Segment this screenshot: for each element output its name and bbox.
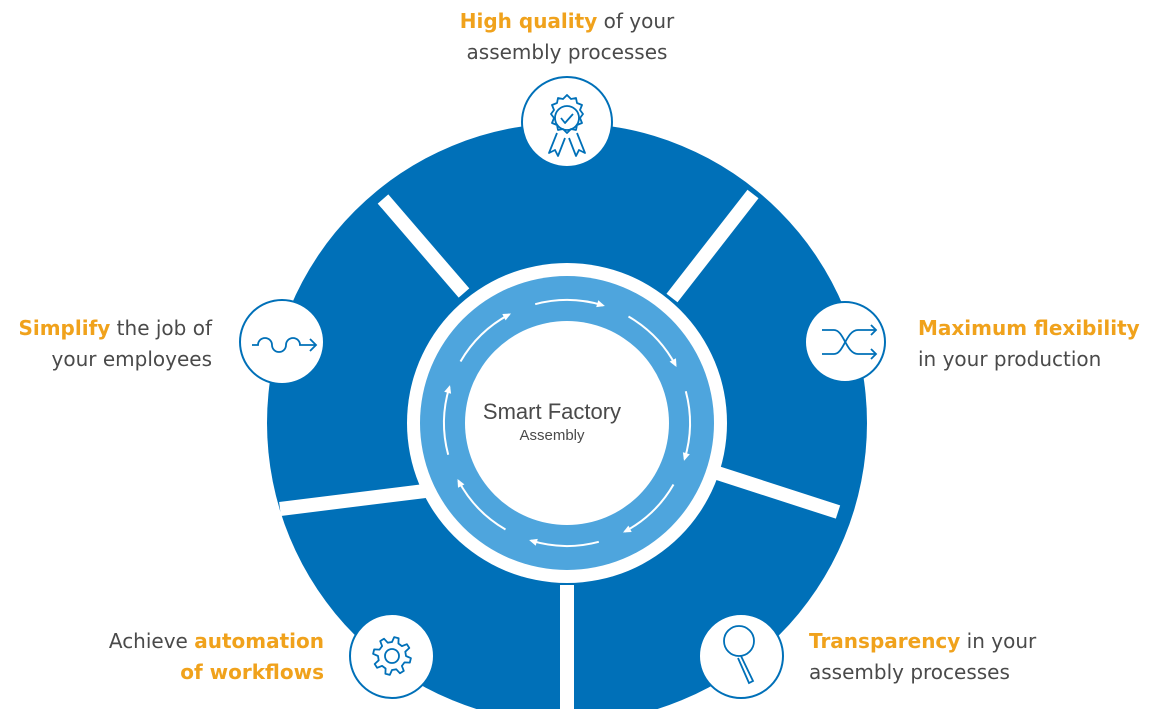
cycle-arrowhead: [682, 452, 690, 461]
center-title-main: Smart Factory: [482, 399, 622, 424]
automation-label: Achieve automation of workflows: [60, 626, 324, 688]
cycle-arrowhead: [502, 313, 511, 321]
quality-label: High quality of your assembly processes: [437, 6, 697, 68]
simplify-label: Simplify the job of your employees: [0, 313, 212, 375]
wave-arrow-icon: [252, 337, 318, 353]
center-title-sub: Assembly: [519, 427, 585, 444]
cycle-arrowhead: [669, 358, 677, 367]
simplify-highlight: Simplify: [18, 316, 111, 340]
cycle-arrowhead: [529, 538, 538, 546]
simplify-rest: the job of: [110, 316, 212, 340]
automation-highlight: automation: [194, 629, 324, 653]
simplify-line2: your employees: [51, 347, 212, 371]
quality-rest: of your: [597, 9, 675, 33]
transparency-label: Transparency in your assembly processes: [809, 626, 1036, 688]
flexibility-line2: in your production: [918, 347, 1102, 371]
transparency-line2: assembly processes: [809, 660, 1010, 684]
center-disc: [465, 321, 669, 525]
gear-icon: [372, 636, 412, 676]
cycle-arrowhead: [457, 479, 465, 488]
simplify-badge[interactable]: [239, 299, 325, 385]
quality-line2: assembly processes: [466, 40, 668, 64]
automation-badge[interactable]: [349, 613, 435, 699]
cycle-arrowhead: [596, 300, 605, 308]
transparency-highlight: Transparency: [809, 629, 961, 653]
shuffle-arrows-icon: [822, 324, 878, 360]
automation-line2: of workflows: [180, 660, 324, 684]
magnifier-icon: [723, 625, 755, 685]
cycle-arrowhead: [444, 385, 452, 394]
transparency-rest: in your: [960, 629, 1037, 653]
cycle-arrows: [443, 299, 691, 547]
cycle-arrowhead: [623, 525, 632, 533]
award-ribbon-icon: [548, 94, 586, 157]
flexibility-highlight: Maximum flexibility: [918, 316, 1140, 340]
automation-prefix: Achieve: [108, 629, 195, 653]
quality-badge[interactable]: [521, 76, 613, 168]
flexibility-label: Maximum flexibility in your production: [918, 313, 1140, 375]
segment-separators: [279, 189, 841, 709]
transparency-badge[interactable]: [698, 613, 784, 699]
flexibility-badge[interactable]: [804, 301, 886, 383]
quality-highlight: High quality: [459, 9, 598, 33]
center-title: Smart Factory Assembly: [452, 398, 652, 446]
